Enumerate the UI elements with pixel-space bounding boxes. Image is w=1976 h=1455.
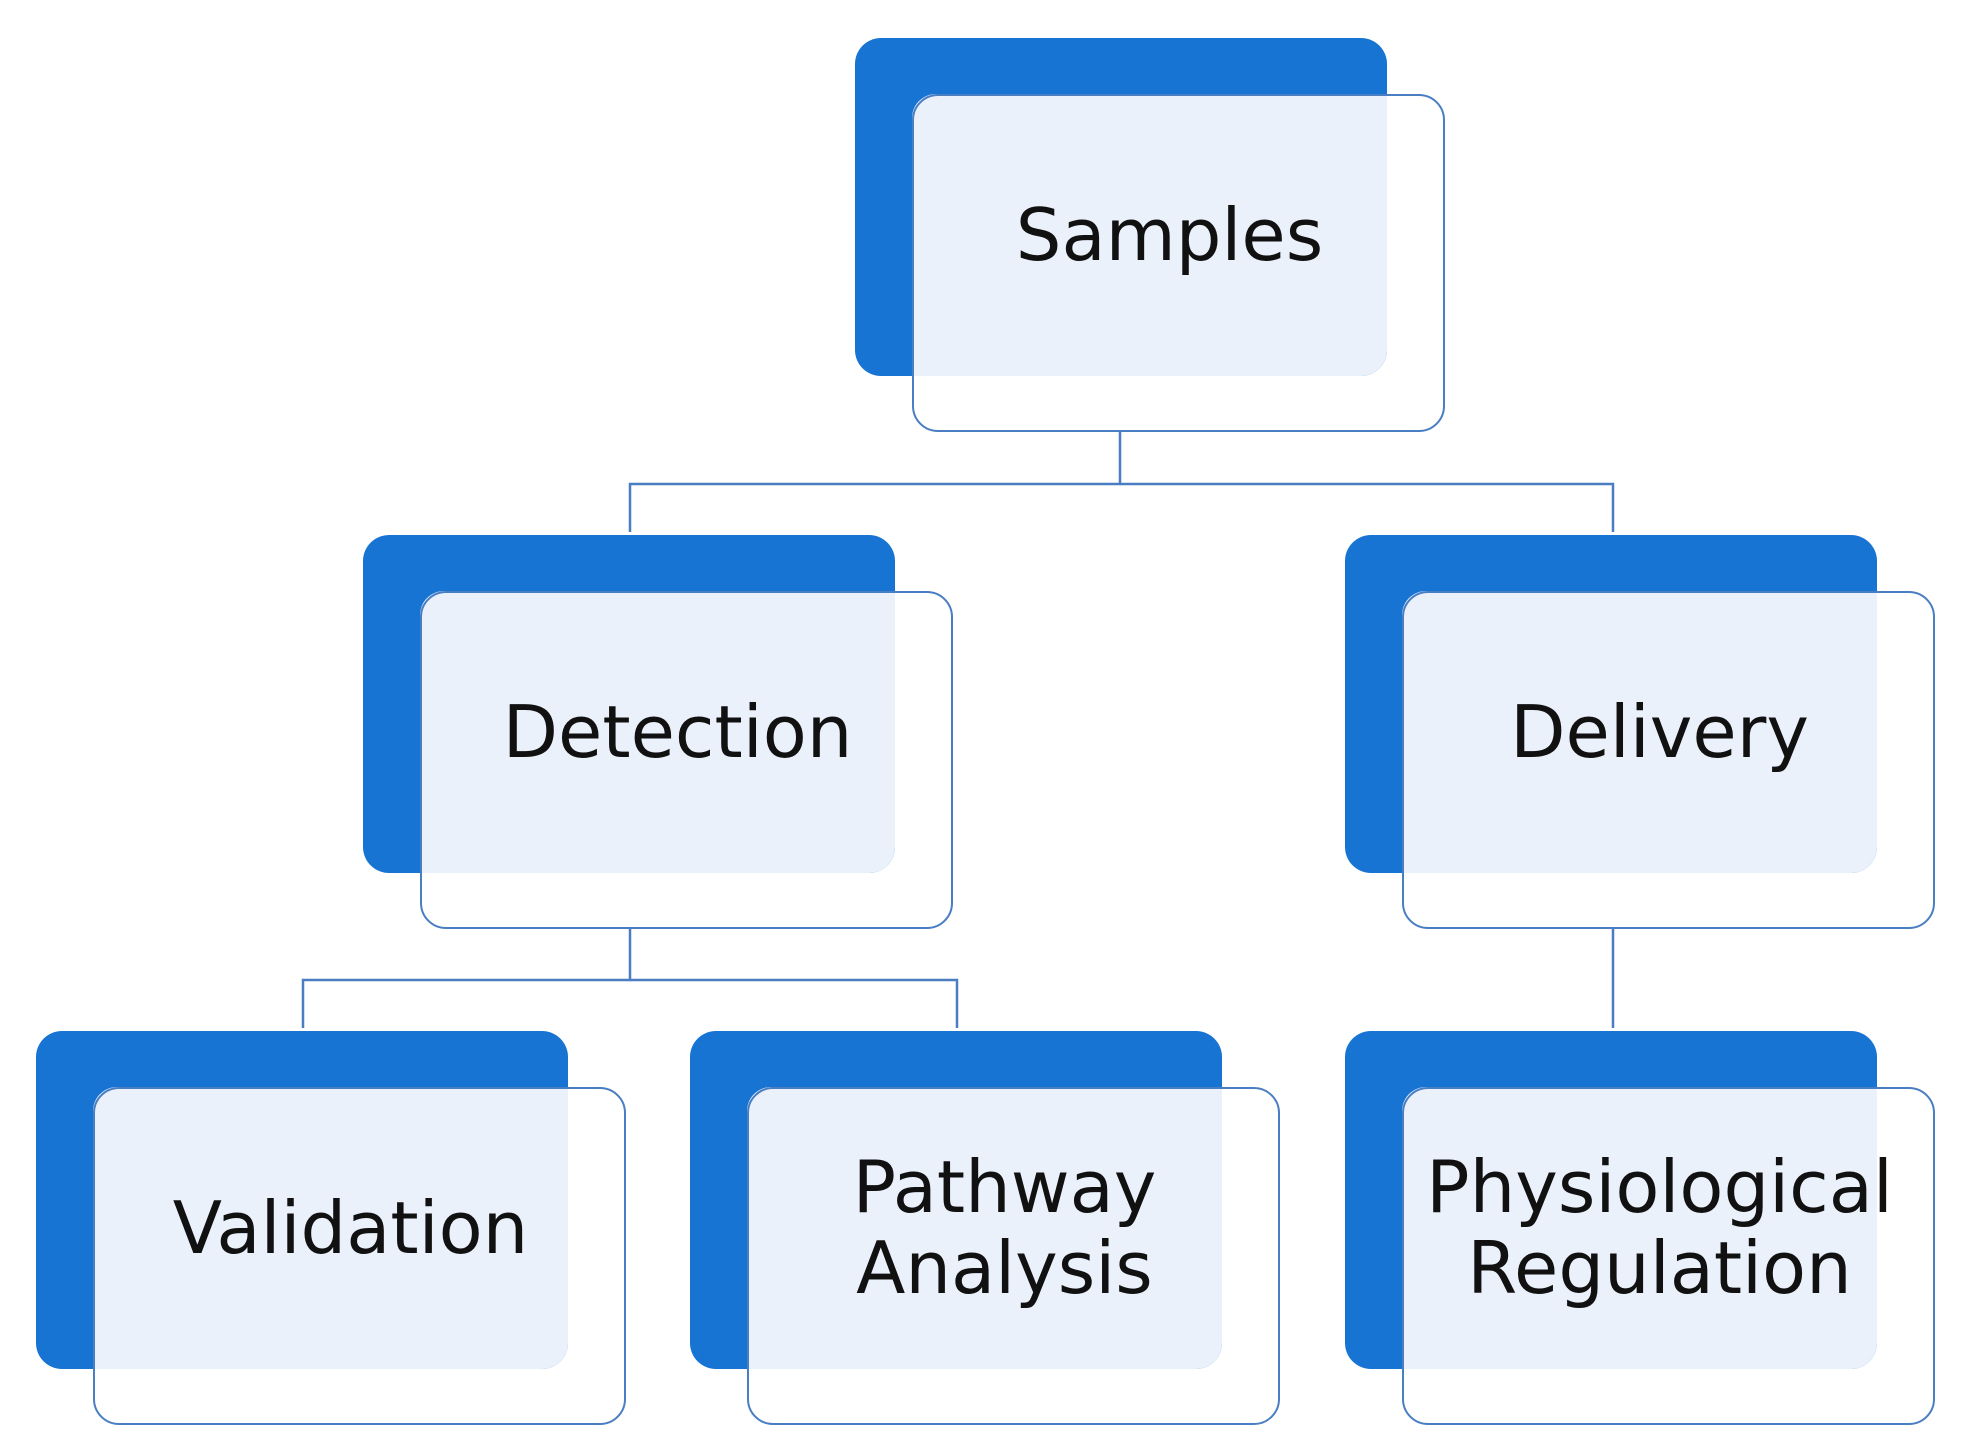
node-label-physiological-regulation: Physiological Regulation xyxy=(1426,1145,1893,1310)
node-delivery: Delivery xyxy=(1345,535,1935,930)
node-label-samples: Samples xyxy=(1015,192,1324,277)
node-label-detection: Detection xyxy=(502,689,853,774)
connector-samples-delivery xyxy=(1120,482,1615,532)
connector-detection-validation xyxy=(301,928,632,1028)
node-pathway-analysis: Pathway Analysis xyxy=(690,1031,1280,1426)
node-outline-block xyxy=(747,1087,1280,1425)
node-outline-block xyxy=(1402,1087,1935,1425)
node-label-pathway-analysis: Pathway Analysis xyxy=(852,1145,1157,1310)
node-validation: Validation xyxy=(36,1031,626,1426)
connector-detection-pathway xyxy=(630,978,959,1028)
connector-samples-detection xyxy=(628,430,1122,532)
node-outline-block xyxy=(93,1087,626,1425)
node-detection: Detection xyxy=(363,535,953,930)
node-label-delivery: Delivery xyxy=(1510,689,1809,774)
node-outline-block xyxy=(912,94,1445,432)
node-samples: Samples xyxy=(855,38,1445,433)
node-physiological-regulation: Physiological Regulation xyxy=(1345,1031,1935,1426)
node-outline-block xyxy=(420,591,953,929)
node-outline-block xyxy=(1402,591,1935,929)
node-label-validation: Validation xyxy=(172,1185,529,1270)
